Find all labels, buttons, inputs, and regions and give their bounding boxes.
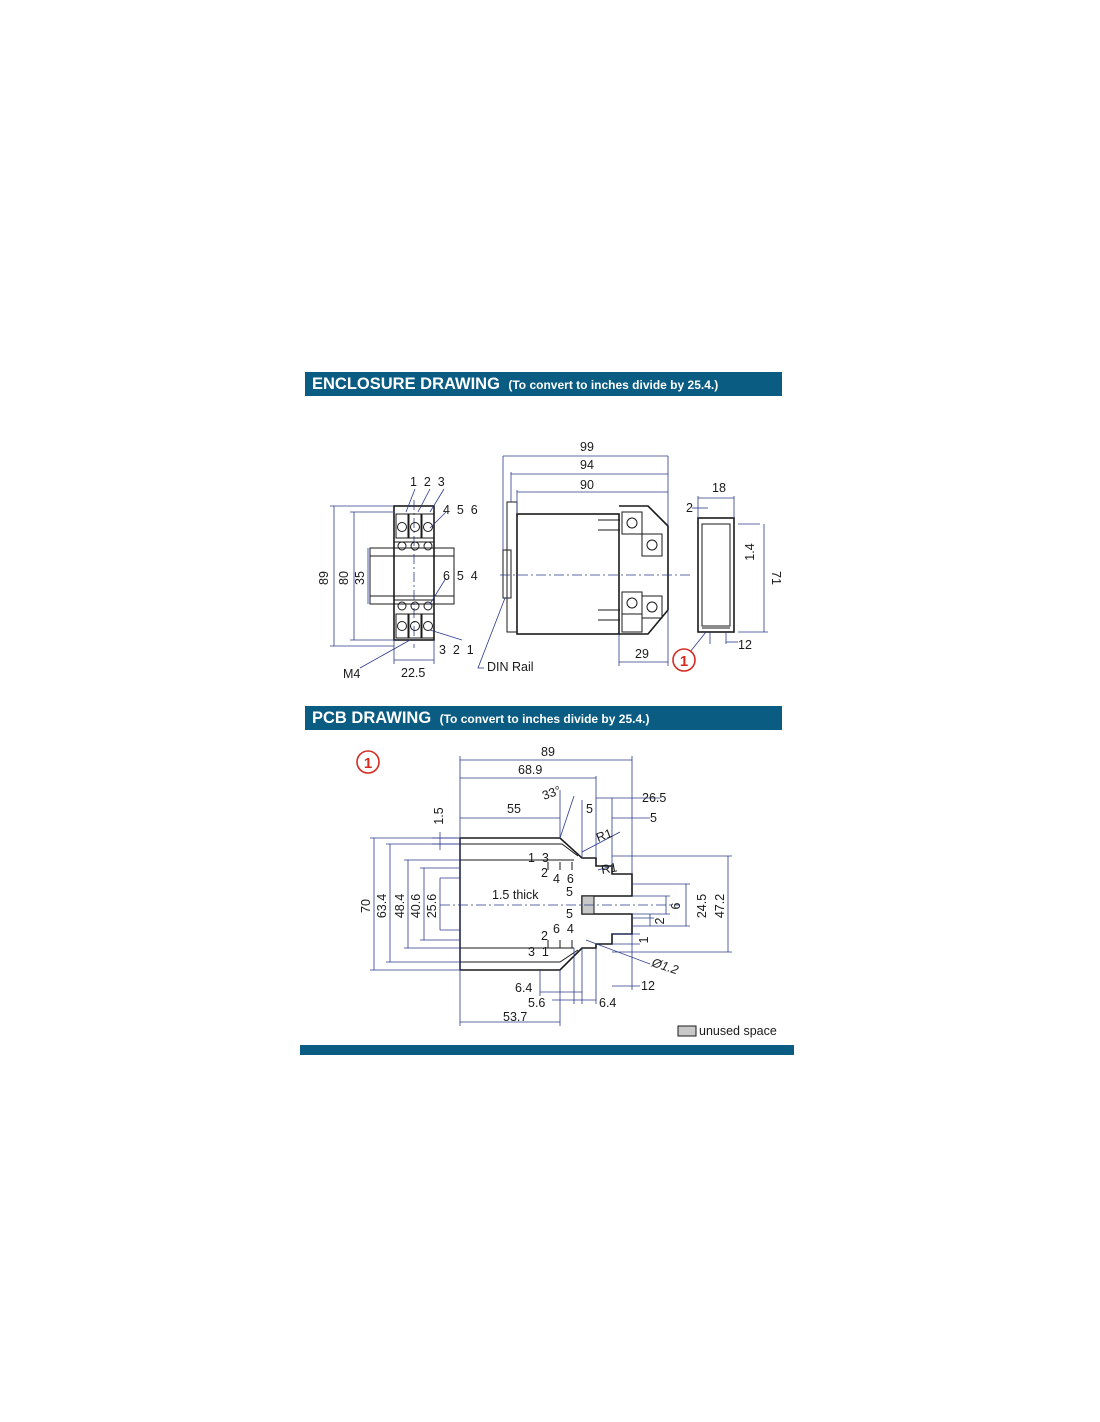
front-height-rail: 35 (353, 571, 367, 585)
pcb-pins-4-6: 4 6 (553, 872, 574, 886)
front-upper-terminals: 4 5 6 (443, 503, 478, 517)
pcb-pin-5-top: 5 (566, 885, 573, 899)
side-length-body: 90 (580, 478, 594, 492)
front-height-overall: 89 (317, 571, 331, 585)
end-width: 18 (712, 481, 726, 495)
pcb-callout: 1 (364, 755, 372, 772)
pcb-pins-6-4: 6 4 (553, 922, 574, 936)
side-rail-label: DIN Rail (487, 660, 534, 674)
front-height-body: 80 (337, 571, 351, 585)
end-wall: 2 (686, 501, 693, 515)
pcb-d-53-7: 53.7 (503, 1010, 527, 1024)
enclosure-drawing-title: ENCLOSURE DRAWING (312, 375, 500, 393)
pcb-length-b: 55 (507, 802, 521, 816)
front-bottom-terminals: 3 2 1 (439, 643, 474, 657)
pcb-d-6-4-right: 6.4 (599, 996, 616, 1010)
side-length-overall: 99 (580, 440, 594, 454)
pcb-pins-1-3: 1 3 (528, 851, 549, 865)
side-depth-terminal: 29 (635, 647, 649, 661)
pcb-d-26-5: 26.5 (642, 791, 666, 805)
pcb-d-5-right: 5 (650, 811, 657, 825)
enclosure-side-view (477, 455, 690, 669)
pcb-height-48-4: 48.4 (393, 894, 407, 918)
pcb-d-5-top: 5 (586, 802, 593, 816)
pcb-pin-2-bot: 2 (541, 929, 548, 943)
pcb-drawing-title: PCB DRAWING (312, 709, 432, 727)
end-base: 12 (738, 638, 752, 652)
front-width: 22.5 (401, 666, 425, 680)
enclosure-drawing-banner: ENCLOSURE DRAWING (To convert to inches … (305, 372, 782, 396)
end-gap: 1.4 (743, 543, 757, 560)
pcb-d-24-5: 24.5 (695, 894, 709, 918)
enclosure-drawing-subtitle: (To convert to inches divide by 25.4.) (508, 378, 719, 392)
pcb-length-a: 68.9 (518, 763, 542, 777)
front-lower-terminals: 6 5 4 (443, 569, 478, 583)
pcb-d-1-5: 1.5 (432, 807, 446, 824)
pcb-pin-2-top: 2 (541, 866, 548, 880)
pcb-legend-label: unused space (699, 1024, 777, 1038)
pcb-d-5-6: 5.6 (528, 996, 545, 1010)
pcb-height-25-6: 25.6 (425, 894, 439, 918)
pcb-r1-top: R1 (594, 826, 614, 845)
pcb-d-6: 6 (669, 902, 683, 909)
footer-bar (300, 1045, 794, 1055)
pcb-outline (356, 750, 732, 1037)
pcb-hole: Ø1.2 (649, 955, 680, 977)
pcb-height-70: 70 (359, 899, 373, 913)
front-top-terminals: 1 2 3 (410, 475, 445, 489)
end-callout: 1 (680, 653, 688, 670)
pcb-d-6-4-left: 6.4 (515, 981, 532, 995)
pcb-thickness: 1.5 thick (492, 888, 539, 902)
pcb-d-12: 12 (641, 979, 655, 993)
pcb-d-2: 2 (653, 917, 667, 924)
pcb-height-63-4: 63.4 (375, 894, 389, 918)
pcb-d-47-2: 47.2 (713, 894, 727, 918)
front-screw-label: M4 (343, 667, 360, 681)
enclosure-front-view (330, 488, 463, 669)
pcb-angle: 33° (540, 783, 563, 803)
pcb-r1-mid: R1 (600, 860, 618, 877)
pcb-d-1: 1 (637, 936, 651, 943)
pcb-height-40-6: 40.6 (409, 894, 423, 918)
pcb-drawing-banner: PCB DRAWING (To convert to inches divide… (305, 706, 782, 730)
pcb-pin-5-bot: 5 (566, 907, 573, 921)
pcb-pins-3-1: 3 1 (528, 945, 549, 959)
side-length-mid: 94 (580, 458, 594, 472)
end-height: 71 (769, 571, 783, 585)
enclosure-end-view (672, 496, 768, 672)
pcb-drawing-subtitle: (To convert to inches divide by 25.4.) (439, 712, 650, 726)
pcb-total-length: 89 (541, 745, 555, 759)
